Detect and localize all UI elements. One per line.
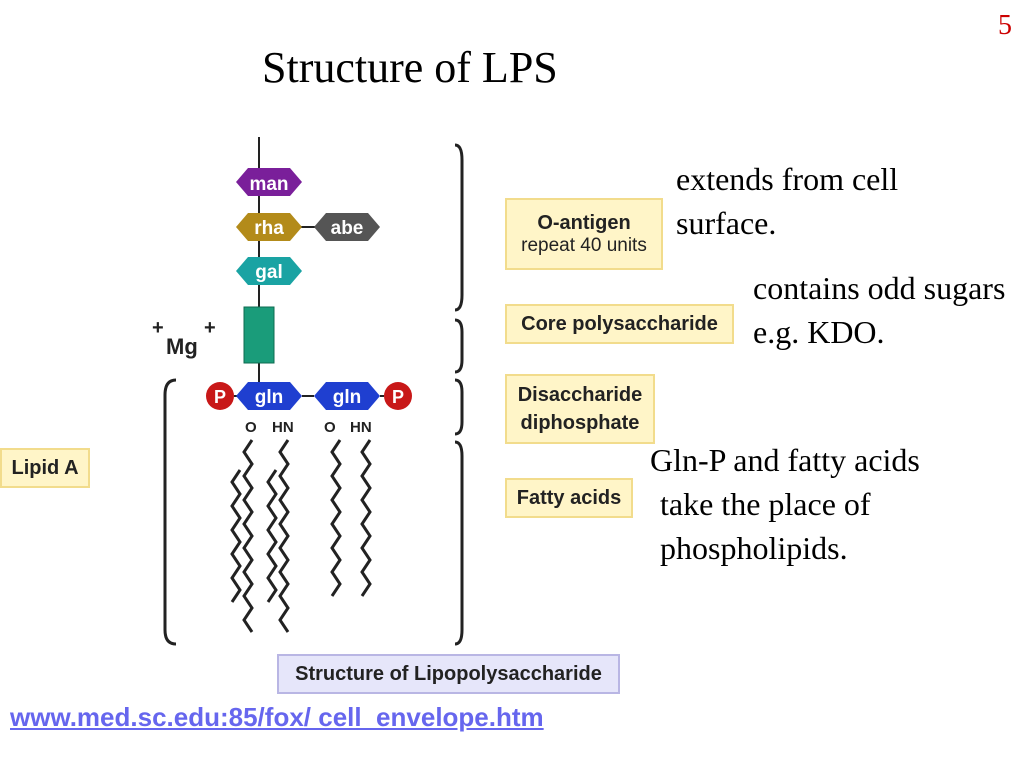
rha-label: rha xyxy=(254,218,284,239)
core-block xyxy=(243,306,275,364)
bracket-o-antigen xyxy=(454,143,464,312)
mg-plus-right: + xyxy=(204,317,216,339)
gln-right-label: gln xyxy=(333,387,362,408)
phosphate-right-label: P xyxy=(392,387,404,407)
core-note: contains odd sugars e.g. KDO. xyxy=(753,270,1006,350)
source-link[interactable]: www.med.sc.edu:85/fox/ cell_envelope.htm xyxy=(10,702,544,732)
lipid-a-note-line1: Gln-P and fatty acids xyxy=(650,442,920,478)
mg-label: Mg xyxy=(166,334,198,359)
gal-label: gal xyxy=(255,262,282,283)
gln-left: gln xyxy=(236,382,302,410)
fatty-chain-4 xyxy=(266,469,278,603)
fatty-chain-1 xyxy=(242,439,254,633)
o-left-label: O xyxy=(245,419,257,436)
right-brackets xyxy=(454,143,464,646)
mg-plus-left: + xyxy=(152,317,164,339)
hn-left-label: HN xyxy=(272,419,294,436)
disaccharide-line2: diphosphate xyxy=(520,412,640,434)
hn-right-label: HN xyxy=(350,419,372,436)
phosphate-right: P xyxy=(384,382,412,410)
lipid-a-note: Gln-P and fatty acids take the place of … xyxy=(650,438,1020,570)
fatty-chain-3 xyxy=(278,439,290,633)
o-antigen-subtitle: repeat 40 units xyxy=(521,234,647,256)
fatty-acid-chains xyxy=(230,439,372,633)
gln-right: gln xyxy=(314,382,380,410)
bracket-lipid-a xyxy=(163,378,177,646)
rha-sugar: rha xyxy=(236,213,302,241)
fatty-chain-6 xyxy=(360,439,372,597)
slide-number: 5 xyxy=(998,10,1012,41)
bracket-fatty-acids xyxy=(454,440,464,646)
page-title: Structure of LPS xyxy=(262,43,558,92)
o-antigen-label: O-antigen repeat 40 units xyxy=(505,198,663,270)
abe-label: abe xyxy=(331,218,364,239)
gln-left-label: gln xyxy=(255,387,284,408)
gal-sugar: gal xyxy=(236,257,302,285)
man-label: man xyxy=(249,174,288,195)
disaccharide-diphosphate-label: Disaccharide diphosphate xyxy=(505,374,655,444)
fatty-chain-2 xyxy=(230,469,242,603)
phosphate-left-label: P xyxy=(214,387,226,407)
bracket-disaccharide xyxy=(454,378,464,436)
abe-sugar: abe xyxy=(314,213,380,241)
bracket-core xyxy=(454,318,464,374)
o-right-label: O xyxy=(324,419,336,436)
fatty-chain-5 xyxy=(330,439,342,597)
o-antigen-title: O-antigen xyxy=(537,211,631,234)
phosphate-left: P xyxy=(206,382,234,410)
man-sugar: man xyxy=(236,168,302,196)
core-polysaccharide-label: Core polysaccharide xyxy=(505,304,734,344)
structure-caption: Structure of Lipopolysaccharide xyxy=(277,654,620,694)
disaccharide-line1: Disaccharide xyxy=(517,384,643,406)
fatty-acids-label: Fatty acids xyxy=(505,478,633,518)
o-antigen-note: extends from cell surface. xyxy=(676,161,899,241)
lipid-a-label: Lipid A xyxy=(0,448,90,488)
lipid-a-note-line2: take the place of phospholipids. xyxy=(660,486,871,566)
